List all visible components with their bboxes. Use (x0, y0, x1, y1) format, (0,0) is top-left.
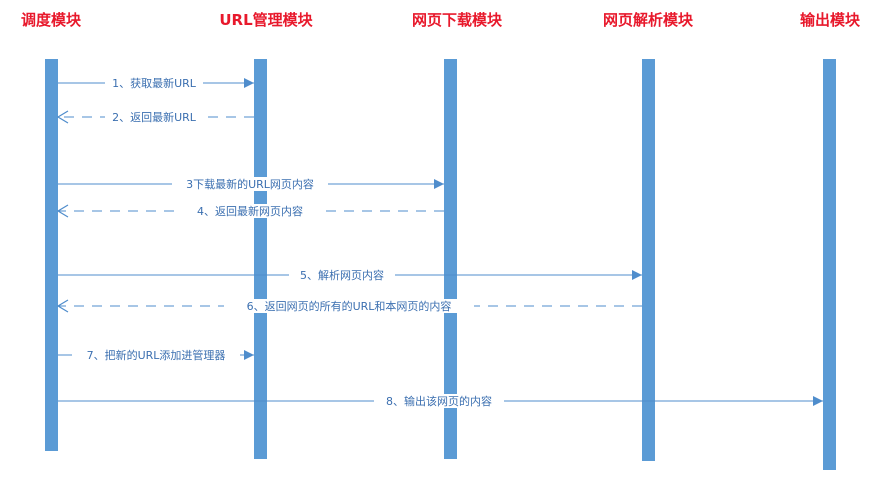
message-1-label: 1、获取最新URL (112, 76, 197, 90)
message-1-arrowhead (244, 78, 254, 88)
lifelines (45, 59, 836, 470)
message-5-arrowhead (632, 270, 642, 280)
message-6: 6、返回网页的所有的URL和本网页的内容 (56, 299, 642, 313)
message-7-arrowhead (244, 350, 254, 360)
lane-title-downloader: 网页下载模块 (412, 11, 503, 29)
lane-title-scheduler: 调度模块 (21, 11, 82, 29)
message-3: 3下载最新的URL网页内容 (58, 177, 444, 191)
message-1: 1、获取最新URL (58, 76, 254, 90)
message-4-arrowhead (56, 204, 69, 218)
message-7-label: 7、把新的URL添加进管理器 (87, 348, 226, 362)
lifeline-scheduler (45, 59, 58, 451)
message-8-arrowhead (813, 396, 823, 406)
message-3-label: 3下载最新的URL网页内容 (186, 177, 314, 191)
lane-title-output: 输出模块 (800, 11, 861, 29)
message-8: 8、输出该网页的内容 (58, 394, 823, 408)
message-1-label-bg (105, 76, 203, 90)
message-2: 2、返回最新URL (56, 110, 254, 124)
lane-title-url-manager: URL管理模块 (219, 11, 313, 29)
lifeline-downloader (444, 59, 457, 459)
message-2-arrowhead (56, 110, 69, 124)
message-8-label: 8、输出该网页的内容 (386, 394, 492, 408)
message-7-label-bg (72, 348, 240, 362)
messages: 1、获取最新URL 2、返回最新URL 3下载最新的URL网页内容 4、返回最新… (56, 76, 823, 408)
message-5-label-bg (289, 268, 395, 282)
lifeline-url-manager (254, 59, 267, 459)
message-5: 5、解析网页内容 (58, 268, 642, 282)
lifeline-output (823, 59, 836, 470)
message-6-label-bg (224, 299, 474, 313)
message-6-arrowhead (56, 299, 69, 313)
lane-title-parser: 网页解析模块 (603, 11, 694, 29)
message-2-label: 2、返回最新URL (112, 110, 197, 124)
message-2-label-bg (105, 110, 203, 124)
message-7: 7、把新的URL添加进管理器 (58, 348, 254, 362)
message-4: 4、返回最新网页内容 (56, 204, 444, 218)
message-3-arrowhead (434, 179, 444, 189)
message-3-label-bg (172, 177, 328, 191)
message-8-label-bg (374, 394, 504, 408)
message-6-label: 6、返回网页的所有的URL和本网页的内容 (247, 299, 452, 313)
message-5-label: 5、解析网页内容 (300, 268, 384, 282)
lane-titles: 调度模块 URL管理模块 网页下载模块 网页解析模块 输出模块 (21, 11, 861, 29)
message-4-label: 4、返回最新网页内容 (197, 204, 303, 218)
message-4-label-bg (182, 204, 318, 218)
lifeline-parser (642, 59, 655, 461)
